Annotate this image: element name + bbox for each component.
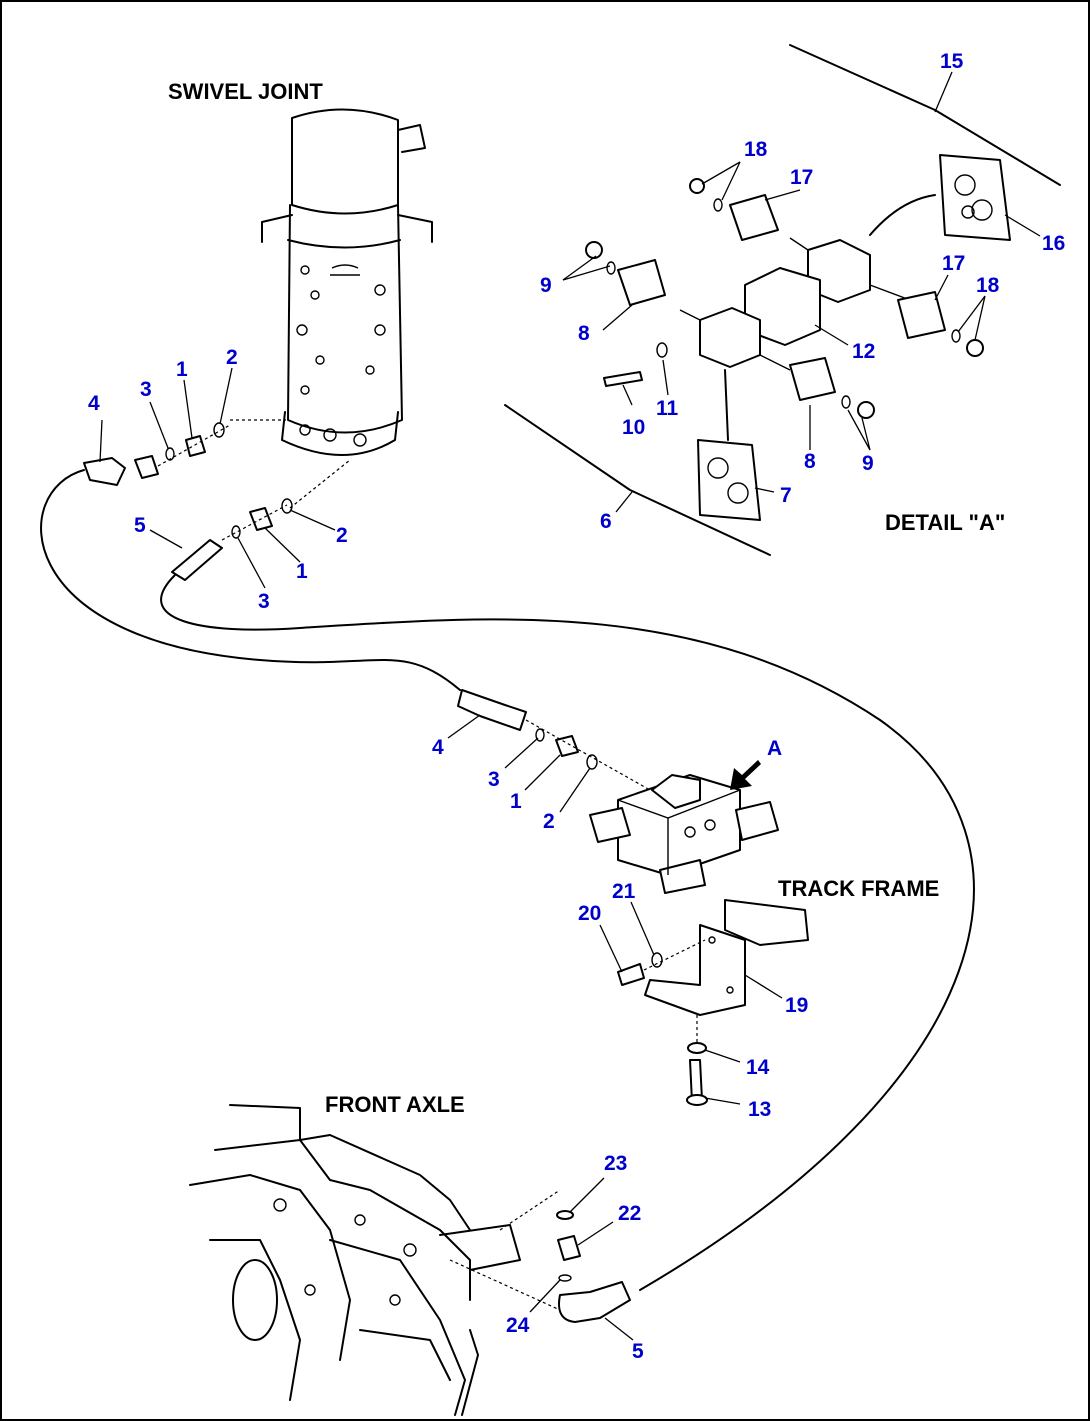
front-axle-drawing bbox=[189, 1104, 561, 1416]
callout: 9 bbox=[862, 452, 874, 475]
callout: 23 bbox=[604, 1152, 627, 1175]
callout: 6 bbox=[600, 510, 612, 533]
callout: 8 bbox=[804, 450, 816, 473]
callout: 1 bbox=[176, 358, 188, 381]
callout: 5 bbox=[632, 1340, 644, 1363]
callout: 14 bbox=[746, 1056, 770, 1079]
detail-a-heading: DETAIL "A" bbox=[885, 510, 1005, 535]
callout: 18 bbox=[744, 138, 768, 161]
callout: 21 bbox=[612, 880, 636, 903]
callout: 12 bbox=[852, 340, 875, 363]
callout: 3 bbox=[258, 590, 270, 613]
upper-fitting-set bbox=[83, 422, 231, 486]
callout: 2 bbox=[336, 524, 348, 547]
track-frame-heading: TRACK FRAME bbox=[778, 876, 939, 901]
callout: 11 bbox=[656, 397, 679, 420]
callout: 3 bbox=[140, 378, 152, 401]
callout: 22 bbox=[618, 1202, 641, 1225]
callout: 24 bbox=[506, 1314, 530, 1337]
callout: 5 bbox=[134, 514, 146, 537]
callout: 17 bbox=[790, 166, 813, 189]
view-arrow-label: A bbox=[767, 737, 782, 760]
leader-lines bbox=[99, 71, 1041, 1341]
detail-a-drawing bbox=[504, 44, 1061, 556]
mid-fitting-set bbox=[457, 689, 651, 791]
callout: 1 bbox=[296, 560, 308, 583]
callout: 1 bbox=[510, 790, 522, 813]
callout: 18 bbox=[976, 274, 1000, 297]
lower-fitting-set bbox=[171, 498, 293, 581]
callout: 7 bbox=[780, 484, 792, 507]
callout: 4 bbox=[88, 392, 100, 415]
callout: 19 bbox=[785, 994, 808, 1017]
valve-assembly bbox=[589, 774, 779, 894]
view-arrow bbox=[730, 760, 761, 790]
callout: 3 bbox=[488, 768, 500, 791]
swivel-joint-drawing bbox=[230, 108, 433, 509]
callout: 4 bbox=[432, 736, 444, 759]
callout: 20 bbox=[578, 902, 601, 925]
callout: 15 bbox=[940, 50, 964, 73]
axle-fitting-set bbox=[556, 1210, 631, 1323]
callout: 16 bbox=[1042, 232, 1065, 255]
callout: 8 bbox=[578, 322, 590, 345]
hose-long bbox=[40, 469, 461, 691]
callout: 2 bbox=[226, 346, 238, 369]
front-axle-heading: FRONT AXLE bbox=[325, 1092, 465, 1117]
callout: 17 bbox=[942, 252, 965, 275]
callout-numbers: 15 18 17 16 9 17 18 8 12 10 11 8 9 6 7 4… bbox=[88, 50, 1065, 1363]
bracket-drawing bbox=[617, 899, 809, 1106]
callout: 13 bbox=[748, 1098, 771, 1121]
callout: 10 bbox=[622, 416, 645, 439]
callout: 2 bbox=[543, 810, 555, 833]
swivel-joint-heading: SWIVEL JOINT bbox=[168, 79, 323, 104]
callout: 9 bbox=[540, 274, 552, 297]
hose-to-axle bbox=[160, 574, 975, 1291]
